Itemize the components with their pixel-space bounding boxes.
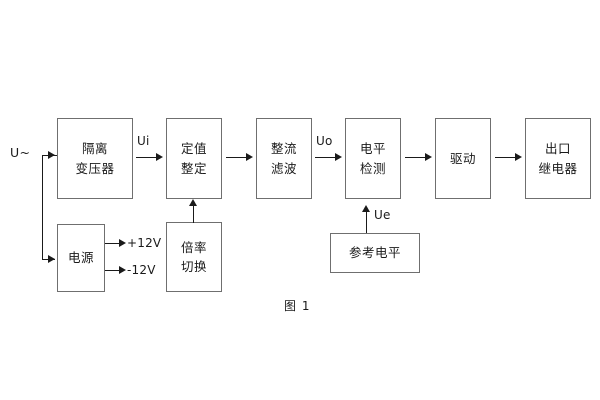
arrow-reference-to-level bbox=[362, 205, 370, 212]
rail-positive-label: +12V bbox=[127, 236, 162, 250]
line-rectify-to-level bbox=[315, 157, 336, 159]
line-multiplier-to-setting bbox=[193, 205, 195, 223]
supply-bus-vertical bbox=[42, 155, 44, 260]
block-isolation-transformer-line-1: 隔离 bbox=[81, 141, 108, 157]
signal-label-ui: Ui bbox=[137, 134, 150, 148]
arrow-rail-positive bbox=[119, 239, 126, 247]
rail-negative-label: -12V bbox=[127, 263, 156, 277]
arrow-setting-to-rectify bbox=[246, 153, 253, 161]
block-isolation-transformer[interactable]: 隔离 变压器 bbox=[57, 118, 133, 199]
line-reference-to-level bbox=[366, 211, 368, 233]
arrow-level-to-driver bbox=[425, 153, 432, 161]
line-rail-negative bbox=[105, 270, 121, 272]
line-transformer-to-setting bbox=[136, 157, 157, 159]
block-setting-value-line-2: 整定 bbox=[180, 160, 207, 176]
block-level-detect-line-1: 电平 bbox=[359, 141, 386, 157]
block-multiplier-switch[interactable]: 倍率 切换 bbox=[166, 222, 222, 292]
arrow-supply-to-power bbox=[48, 255, 55, 263]
block-driver-line-1: 驱动 bbox=[449, 150, 476, 166]
line-setting-to-rectify bbox=[226, 157, 247, 159]
arrow-supply-to-transformer bbox=[48, 151, 55, 159]
block-reference-level-line-1: 参考电平 bbox=[348, 245, 401, 261]
block-isolation-transformer-line-2: 变压器 bbox=[75, 160, 115, 176]
line-rail-positive bbox=[105, 243, 121, 245]
figure-caption: 图 1 bbox=[284, 299, 311, 313]
block-multiplier-switch-line-1: 倍率 bbox=[180, 239, 207, 255]
block-rectify-filter-line-1: 整流 bbox=[270, 141, 297, 157]
block-output-relay-line-1: 出口 bbox=[544, 141, 571, 157]
arrow-transformer-to-setting bbox=[156, 153, 163, 161]
block-setting-value-line-1: 定值 bbox=[180, 141, 207, 157]
block-reference-level[interactable]: 参考电平 bbox=[330, 233, 420, 273]
signal-label-uo: Uo bbox=[316, 134, 333, 148]
block-multiplier-switch-line-2: 切换 bbox=[180, 259, 207, 274]
arrow-driver-to-relay bbox=[515, 153, 522, 161]
line-driver-to-relay bbox=[495, 157, 516, 159]
arrow-rail-negative bbox=[119, 266, 126, 274]
signal-label-ue: Ue bbox=[374, 208, 391, 222]
block-output-relay[interactable]: 出口 继电器 bbox=[525, 118, 591, 199]
block-power-supply[interactable]: 电源 bbox=[57, 224, 105, 292]
block-rectify-filter-line-2: 滤波 bbox=[270, 160, 297, 176]
input-supply-label: U~ bbox=[10, 145, 31, 160]
block-driver[interactable]: 驱动 bbox=[435, 118, 491, 199]
block-power-supply-line-1: 电源 bbox=[67, 250, 94, 266]
block-output-relay-line-2: 继电器 bbox=[538, 160, 578, 176]
block-level-detect-line-2: 检测 bbox=[359, 160, 386, 176]
arrow-multiplier-to-setting bbox=[189, 199, 197, 206]
block-level-detect[interactable]: 电平 检测 bbox=[345, 118, 401, 199]
block-setting-value[interactable]: 定值 整定 bbox=[166, 118, 222, 199]
arrow-rectify-to-level bbox=[335, 153, 342, 161]
line-level-to-driver bbox=[405, 157, 426, 159]
block-rectify-filter[interactable]: 整流 滤波 bbox=[256, 118, 312, 199]
